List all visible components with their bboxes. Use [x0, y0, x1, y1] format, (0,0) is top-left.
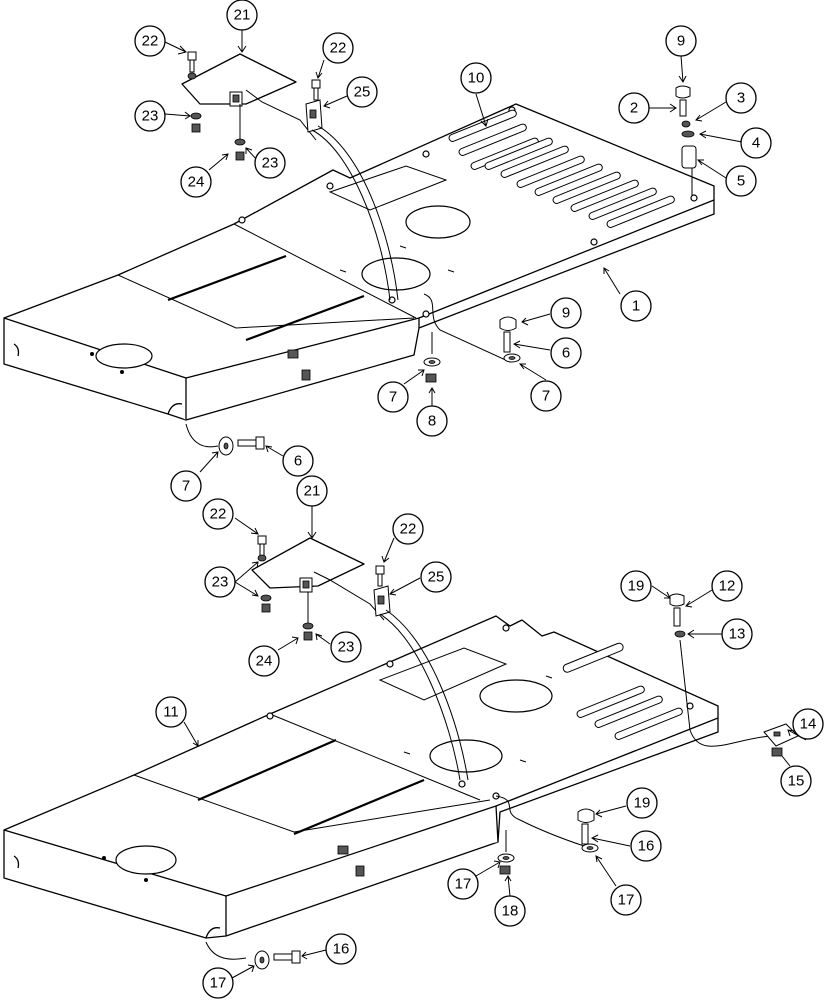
svg-text:23: 23 [212, 574, 229, 591]
svg-text:12: 12 [719, 578, 736, 595]
svg-text:7: 7 [389, 389, 397, 406]
svg-text:22: 22 [142, 33, 159, 50]
svg-text:9: 9 [677, 33, 685, 50]
callout-7: 7 [530, 380, 562, 412]
svg-text:13: 13 [729, 626, 746, 643]
callout-19: 19 [626, 787, 658, 819]
svg-text:25: 25 [428, 569, 445, 586]
callout-19: 19 [620, 570, 652, 602]
callout-11: 11 [155, 696, 187, 728]
callout-17: 17 [447, 868, 479, 900]
svg-text:16: 16 [638, 838, 655, 855]
svg-text:23: 23 [338, 639, 355, 656]
callout-16: 16 [325, 933, 357, 965]
callout-9: 9 [665, 25, 697, 57]
callout-1: 1 [620, 290, 652, 322]
lower-right-hardware [669, 593, 799, 757]
callout-arrows [164, 29, 807, 979]
svg-text:17: 17 [455, 876, 472, 893]
callout-5: 5 [725, 165, 757, 197]
callout-21: 21 [226, 0, 258, 31]
svg-text:22: 22 [330, 40, 347, 57]
svg-text:1: 1 [632, 298, 640, 315]
lower-bottom-hardware [254, 808, 599, 970]
callout-23: 23 [254, 147, 286, 179]
svg-text:19: 19 [634, 795, 651, 812]
svg-text:5: 5 [737, 173, 745, 190]
svg-text:9: 9 [562, 305, 570, 322]
upper-hardware [185, 51, 511, 448]
svg-text:10: 10 [468, 70, 485, 87]
lower-vent-slots [562, 642, 683, 740]
callout-7: 7 [377, 381, 409, 413]
upper-right-hardware [675, 85, 697, 196]
svg-text:22: 22 [400, 521, 417, 538]
callout-12: 12 [711, 570, 743, 602]
svg-text:8: 8 [428, 413, 436, 430]
svg-text:4: 4 [752, 135, 760, 152]
lower-floor-panel [3, 615, 719, 939]
callout-25: 25 [420, 561, 452, 593]
callout-4: 4 [740, 127, 772, 159]
callout-2: 2 [618, 92, 650, 124]
svg-text:25: 25 [354, 84, 371, 101]
callout-22: 22 [322, 32, 354, 64]
svg-text:24: 24 [188, 174, 205, 191]
svg-text:15: 15 [788, 773, 805, 790]
svg-text:16: 16 [333, 941, 350, 958]
svg-text:21: 21 [304, 483, 321, 500]
callout-9: 9 [550, 297, 582, 329]
svg-text:24: 24 [256, 653, 273, 670]
svg-text:7: 7 [182, 478, 190, 495]
svg-text:19: 19 [628, 578, 645, 595]
callout-10: 10 [460, 62, 492, 94]
callout-15: 15 [780, 765, 812, 797]
svg-text:17: 17 [618, 892, 635, 909]
callout-24: 24 [248, 645, 280, 677]
callout-3: 3 [725, 82, 757, 114]
svg-text:14: 14 [800, 716, 817, 733]
callout-22: 22 [202, 498, 234, 530]
callout-24: 24 [180, 166, 212, 198]
svg-text:3: 3 [737, 90, 745, 107]
svg-text:7: 7 [542, 388, 550, 405]
callout-16: 16 [630, 830, 662, 862]
svg-text:6: 6 [562, 345, 570, 362]
decal-mark [337, 845, 365, 877]
callout-22: 22 [134, 25, 166, 57]
svg-text:17: 17 [210, 975, 227, 992]
callout-13: 13 [721, 618, 753, 650]
callout-17: 17 [610, 884, 642, 916]
callout-22: 22 [392, 513, 424, 545]
callout-21: 21 [296, 475, 328, 507]
upper-bottom-hardware [218, 316, 521, 456]
svg-text:2: 2 [630, 100, 638, 117]
callouts: 22 21 22 25 23 24 23 10 9 2 3 4 5 1 9 6 … [134, 0, 824, 999]
svg-text:22: 22 [210, 506, 227, 523]
callout-17: 17 [202, 967, 234, 999]
svg-text:21: 21 [234, 7, 251, 24]
callout-18: 18 [494, 895, 526, 927]
callout-23: 23 [330, 631, 362, 663]
lower-hardware [205, 535, 585, 960]
svg-text:6: 6 [294, 453, 302, 470]
svg-text:11: 11 [163, 704, 179, 721]
lower-bracket-plate [251, 537, 385, 624]
decal-mark [287, 349, 311, 381]
callout-23: 23 [204, 566, 236, 598]
callout-6: 6 [550, 337, 582, 369]
upper-bracket-plate [181, 53, 317, 141]
callout-25: 25 [346, 76, 378, 108]
svg-text:23: 23 [262, 155, 279, 172]
callout-6: 6 [282, 445, 314, 477]
callout-7: 7 [170, 470, 202, 502]
callout-8: 8 [416, 405, 448, 437]
upper-floor-panel [3, 103, 715, 421]
callout-14: 14 [792, 708, 824, 740]
upper-vent-slots [448, 109, 675, 228]
svg-text:23: 23 [142, 108, 159, 125]
callout-23: 23 [134, 100, 166, 132]
svg-text:18: 18 [502, 903, 519, 920]
